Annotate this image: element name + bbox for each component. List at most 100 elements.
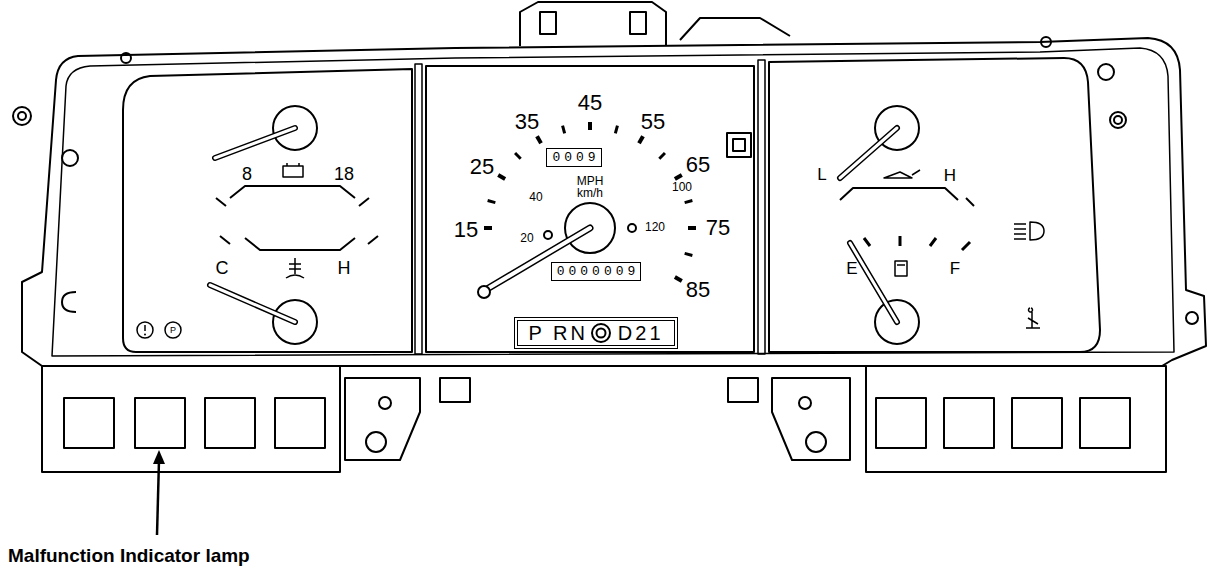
unit-label: km/h xyxy=(577,187,603,199)
gauge-tick xyxy=(966,198,974,206)
speed-number: 35 xyxy=(515,111,539,133)
mounting-hole xyxy=(1114,116,1122,124)
indicator-window xyxy=(64,398,114,448)
pivot-screw xyxy=(544,231,552,239)
mounting-ear xyxy=(13,107,31,125)
mounting-hole xyxy=(18,112,26,120)
callout-label: Malfunction Indicator lamp xyxy=(8,546,250,565)
mounting-hole xyxy=(1186,312,1198,324)
needle xyxy=(215,128,295,158)
warning-dot xyxy=(144,334,146,336)
fuel-pump-window xyxy=(897,264,905,266)
right-gauge-window xyxy=(769,58,1100,352)
battery-terminal xyxy=(287,163,299,166)
thermometer-symbol xyxy=(289,258,301,274)
metric-number: 120 xyxy=(645,221,665,233)
leader-arrowhead xyxy=(153,450,165,464)
needle xyxy=(850,243,897,322)
indicator-window xyxy=(205,398,255,448)
scale-letter: L xyxy=(817,166,826,183)
scale-number: 18 xyxy=(334,165,354,183)
window-divider xyxy=(415,64,422,354)
indicator-window xyxy=(1080,398,1130,448)
tick-mark xyxy=(588,122,592,130)
seatbelt-symbol xyxy=(1026,308,1040,328)
metric-number: 40 xyxy=(529,191,542,203)
needle xyxy=(210,285,295,322)
tick-mark xyxy=(515,153,521,159)
tick-mark xyxy=(675,277,682,281)
indicator-strip xyxy=(866,366,1166,472)
needle xyxy=(850,243,897,322)
display-text: P RN xyxy=(528,323,587,343)
mounting-hole xyxy=(121,53,131,63)
scale-letter: C xyxy=(216,259,229,277)
leader-line xyxy=(157,460,159,535)
scale-letter: H xyxy=(944,167,956,184)
bezel-edge xyxy=(52,48,1174,356)
odometer: 0000009 xyxy=(551,262,642,281)
scale-letter: H xyxy=(338,259,351,277)
tick-mark xyxy=(498,175,505,179)
mounting-tab xyxy=(772,378,850,460)
speed-number: 15 xyxy=(454,219,478,241)
thermometer-wave xyxy=(286,275,304,278)
symbol-letter: P xyxy=(170,326,176,335)
metric-number: 20 xyxy=(520,232,533,244)
needle xyxy=(840,128,897,178)
brake-symbol xyxy=(165,322,181,338)
tick-mark xyxy=(615,126,617,134)
indicator-strip xyxy=(42,366,340,472)
indicator-window xyxy=(944,398,994,448)
display-text: 0009 xyxy=(552,151,599,164)
needle xyxy=(840,128,897,178)
fuel-pump-symbol xyxy=(895,261,907,276)
mounting-hole xyxy=(1098,64,1114,80)
indicator-window xyxy=(1012,398,1062,448)
warning-symbol xyxy=(137,322,153,338)
gear-indicator: P RN D21 xyxy=(514,317,677,349)
indicator-window xyxy=(275,398,325,448)
gauge-scale xyxy=(230,186,355,198)
mounting-hole xyxy=(366,432,386,452)
scale-number: 8 xyxy=(242,165,252,183)
gauge-tick xyxy=(864,236,970,250)
bracket-slot xyxy=(630,12,646,34)
tick-mark xyxy=(484,226,492,230)
tick-mark xyxy=(685,201,693,203)
gauge-tick xyxy=(216,198,369,206)
tick-mark xyxy=(639,136,643,143)
display-text: D21 xyxy=(618,323,664,343)
display-text: 0000009 xyxy=(557,265,640,278)
needle xyxy=(210,285,295,322)
tick-mark xyxy=(688,226,696,230)
mounting-hole xyxy=(62,150,78,166)
indicator-square xyxy=(727,133,751,157)
bracket-tab xyxy=(680,18,790,40)
overdrive-symbol xyxy=(590,322,612,344)
metric-number: 100 xyxy=(672,181,692,193)
gauge-scale xyxy=(840,188,958,200)
mounting-hole xyxy=(379,397,391,409)
speed-number: 55 xyxy=(641,111,665,133)
speed-number: 85 xyxy=(686,279,710,301)
indicator-window xyxy=(135,398,185,448)
speed-number: 25 xyxy=(470,156,494,178)
needles xyxy=(210,128,897,322)
gauge-tick xyxy=(220,236,378,244)
needle-tip xyxy=(478,286,490,298)
speed-number: 65 xyxy=(686,154,710,176)
mounting-hole xyxy=(1041,37,1051,47)
tick-mark xyxy=(563,126,565,134)
cluster-housing xyxy=(22,38,1206,366)
side-clip xyxy=(62,292,76,312)
indicator-window xyxy=(876,398,926,448)
mounting-tab xyxy=(345,378,420,460)
trip-odometer: 0009 xyxy=(546,148,601,167)
speed-number: 45 xyxy=(578,92,602,114)
mounting-hole xyxy=(799,397,811,409)
mounting-bracket xyxy=(520,2,666,46)
mounting-hole xyxy=(806,432,826,452)
tick-mark xyxy=(659,153,665,159)
